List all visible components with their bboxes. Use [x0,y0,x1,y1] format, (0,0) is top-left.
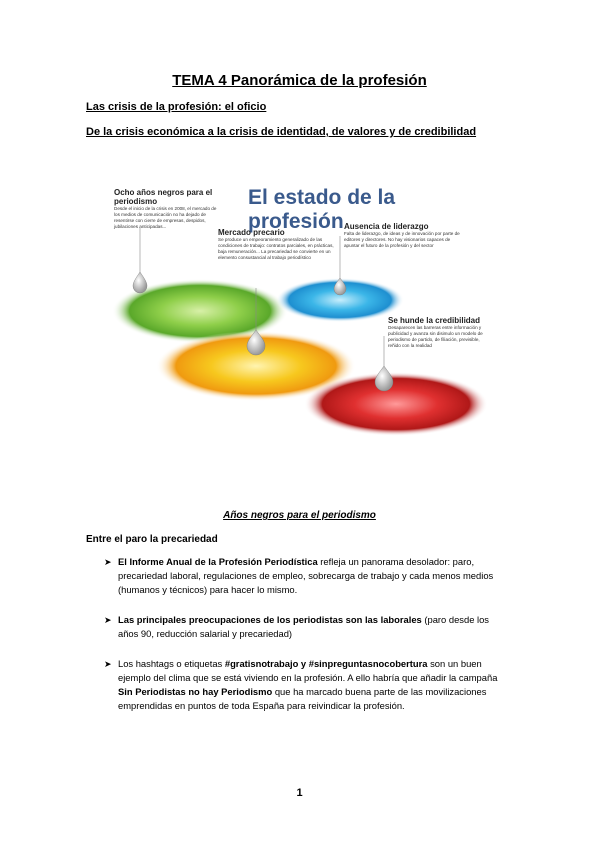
block-body: Desde el inicio de la crisis en 2008, el… [114,206,217,229]
campaign-name: Sin Periodistas no hay Periodismo [118,686,273,697]
block-credibilidad: Se hunde la credibilidad Desaparecen las… [388,316,488,349]
drop-icon-3 [333,277,347,296]
block-body: Desaparecen las barreras entre informaci… [388,325,483,348]
bullet-item: ➤ Las principales preocupaciones de los … [104,613,504,641]
section-title: Años negros para el periodismo [223,510,376,521]
heading-oficio: Las crisis de la profesión: el oficio [86,101,267,113]
block-ocho-anos: Ocho años negros para el periodismo Desd… [114,188,218,230]
infographic-graphic [112,228,488,436]
hashtags: #gratisnotrabajo y #sinpreguntasnocobert… [224,658,428,669]
bullet-bold: El Informe Anual de la Profesión Periodí… [118,556,318,567]
page-number: 1 [296,787,303,799]
block-heading: Ausencia de liderazgo [344,222,429,231]
heading-crisis: De la crisis económica a la crisis de id… [86,126,477,138]
arrow-bullet-icon: ➤ [104,615,112,625]
blue-disc [276,278,404,322]
block-heading: Se hunde la credibilidad [388,316,481,325]
drop-icon-2 [246,329,266,356]
block-liderazgo: Ausencia de liderazgo Falta de liderazgo… [344,222,466,249]
infographic: El estado de la profesión Ocho años negr… [108,176,490,446]
bullet-text: Los hashtags o etiquetas [118,658,225,669]
drop-icon-4 [374,365,394,392]
block-heading: Ocho años negros para el periodismo [114,188,213,206]
red-disc [304,372,488,436]
bullet-bold: Las principales preocupaciones de los pe… [118,614,422,625]
block-body: Se produce un empeoramiento generalizado… [218,237,334,260]
bullet-text: que ha marcado buena parte de las movili… [118,686,487,711]
arrow-bullet-icon: ➤ [104,557,112,567]
yellow-disc [156,331,356,401]
block-mercado: Mercado precario Se produce un empeorami… [218,228,334,261]
block-body: Falta de liderazgo, de ideas y de innova… [344,231,460,248]
page-title: TEMA 4 Panorámica de la profesión [172,72,427,89]
block-heading: Mercado precario [218,228,285,237]
drop-icon-1 [132,271,148,294]
subheading: Entre el paro la precariedad [86,534,218,545]
bullet-text: refleja un panorama desolador: paro, pre… [118,556,494,595]
arrow-bullet-icon: ➤ [104,659,112,669]
bullet-item: ➤ El Informe Anual de la Profesión Perio… [104,555,504,597]
green-disc [112,279,288,343]
bullet-text: (paro desde los años 90, reducción salar… [118,614,489,639]
infographic-title: El estado de la profesión [248,186,396,233]
bullet-text: son un buen ejemplo del clima que se est… [118,658,498,683]
bullet-item: ➤ Los hashtags o etiquetas #gratisnotrab… [104,657,504,713]
